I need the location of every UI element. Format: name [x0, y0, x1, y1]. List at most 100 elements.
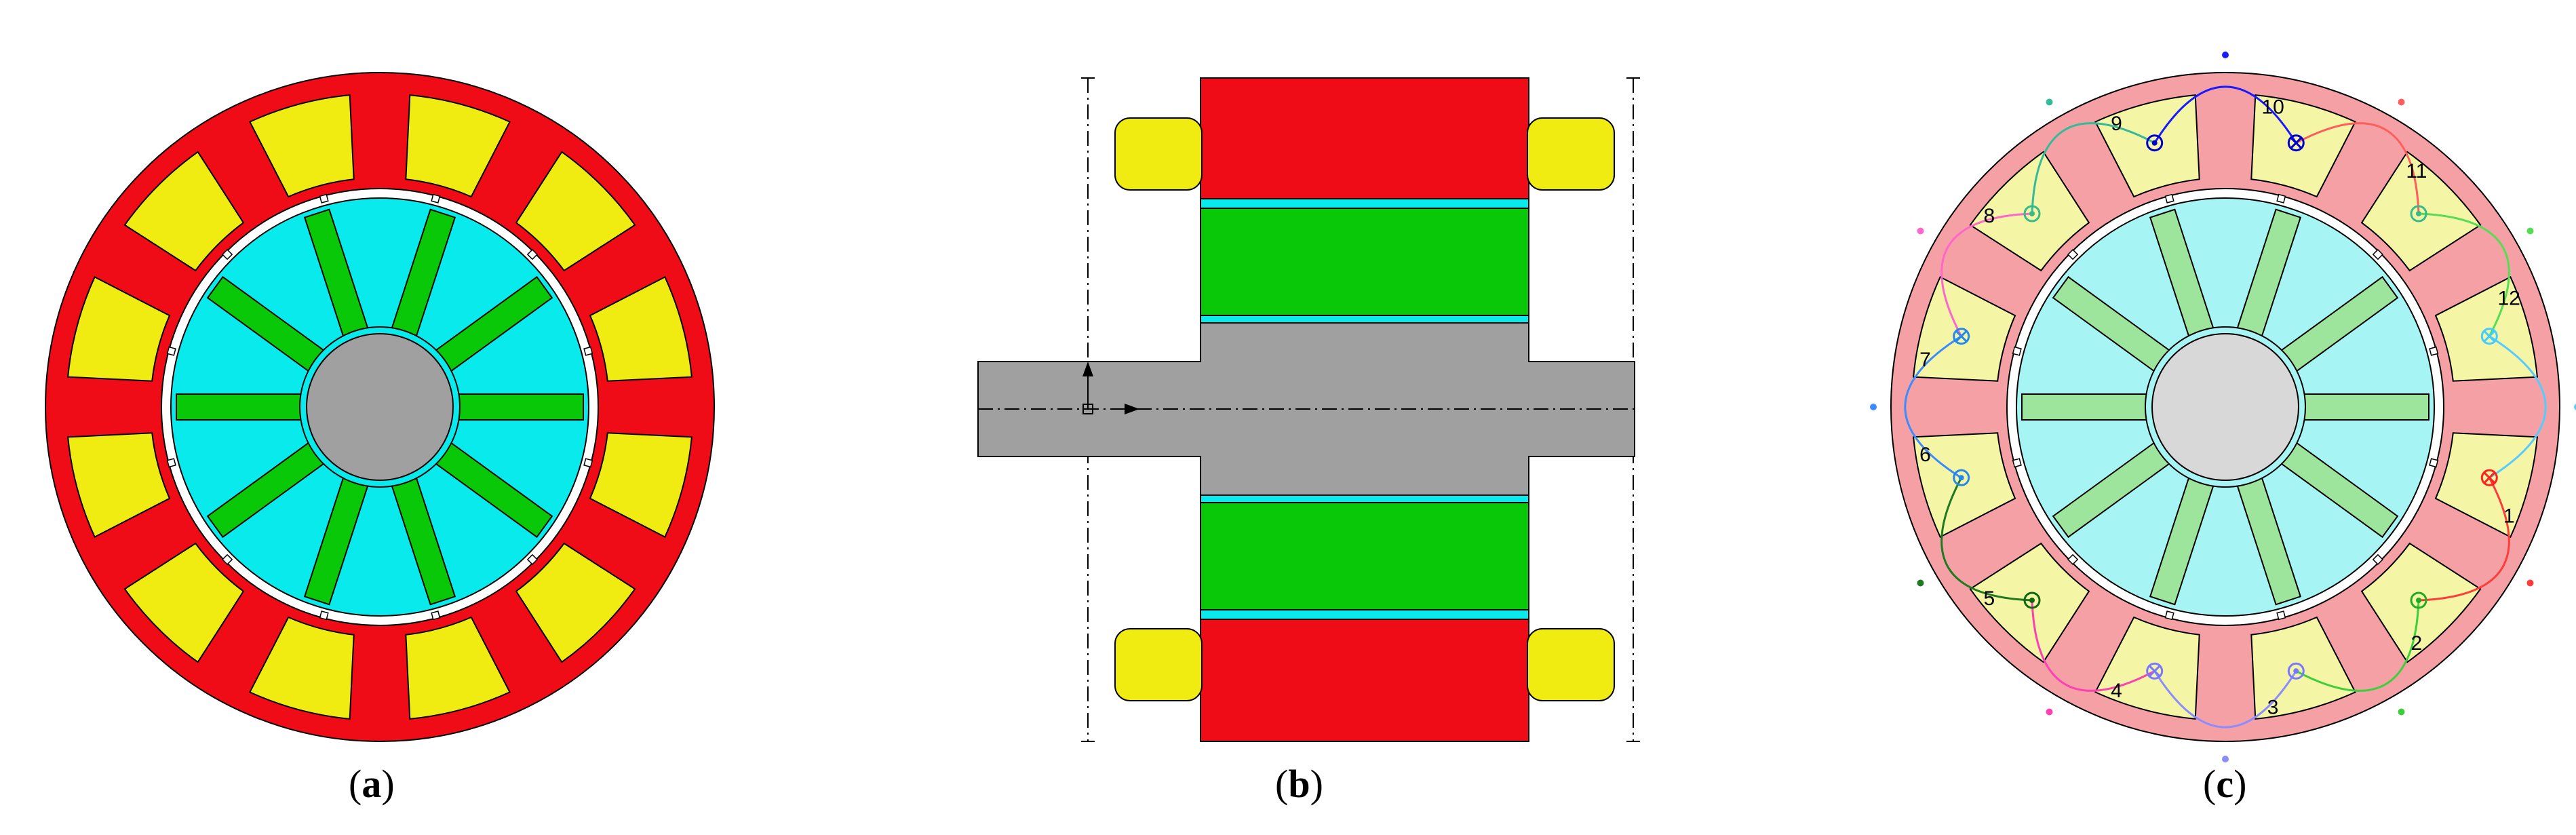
slot-opening — [166, 346, 176, 356]
flux-arrow — [2526, 579, 2534, 587]
end-winding-top-right — [1527, 117, 1615, 191]
rotor-magnet — [452, 393, 584, 421]
magnet-bottom-section — [1200, 502, 1529, 610]
flux-arc — [2153, 85, 2297, 144]
coil-cross-symbol — [1955, 330, 1967, 342]
winding-slot — [123, 151, 245, 272]
caption-c: (c) — [2203, 762, 2246, 806]
coil-marker — [2410, 591, 2427, 609]
slot-opening — [2429, 346, 2439, 356]
bottom-rotor-strip — [1200, 494, 1529, 503]
flux-arrow — [2574, 404, 2576, 410]
slot-opening — [526, 248, 539, 260]
flux-arc — [2295, 122, 2420, 214]
winding-slot — [589, 276, 692, 382]
shaft — [306, 333, 454, 481]
coil-marker — [2146, 662, 2164, 680]
flux-arc — [2418, 212, 2510, 337]
flux-arc — [2418, 477, 2510, 602]
winding-slot — [2360, 151, 2482, 272]
coil-marker — [2410, 205, 2427, 222]
slot-opening — [2276, 193, 2286, 203]
winding-slot — [249, 94, 355, 198]
slot-opening — [221, 554, 233, 566]
winding-slot — [2360, 542, 2482, 663]
slot-opening — [2372, 248, 2384, 260]
flux-arc — [1940, 212, 2033, 337]
slot-opening — [431, 193, 441, 203]
winding-slot — [405, 94, 511, 198]
coil-dot-symbol — [2029, 211, 2035, 216]
slot-opening — [583, 346, 593, 356]
slot-opening — [2012, 458, 2022, 468]
coil-label: 9 — [2111, 113, 2122, 135]
coil-label: 1 — [2503, 505, 2515, 528]
flux-arc — [1940, 477, 2033, 602]
slot-opening — [319, 193, 329, 203]
slot-opening — [319, 610, 329, 621]
rotor-magnet — [2021, 393, 2153, 421]
top-gap-strip — [1200, 198, 1529, 209]
coil-marker — [2480, 469, 2498, 486]
coil-dot-symbol — [2293, 668, 2299, 674]
bottom-gap-strip — [1200, 609, 1529, 620]
coil-label: 11 — [2406, 160, 2427, 182]
winding-slot — [589, 432, 692, 538]
winding-slot — [405, 616, 511, 720]
coil-marker — [2146, 134, 2164, 152]
flux-arrow — [2526, 227, 2534, 235]
flux-arc — [2031, 122, 2155, 214]
coil-label: 3 — [2267, 697, 2279, 719]
coil-cross-symbol — [2149, 665, 2160, 677]
slot-opening — [221, 248, 233, 260]
coil-label: 10 — [2261, 96, 2284, 119]
flux-arrow — [2222, 52, 2229, 58]
end-winding-bottom-right — [1527, 628, 1615, 701]
panel-a-cross-section — [45, 72, 715, 742]
caption-b: (b) — [1275, 762, 1323, 806]
coil-label: 2 — [2411, 632, 2423, 655]
stator-top-section — [1200, 77, 1529, 199]
flux-arc — [2295, 600, 2420, 692]
winding-slot — [123, 542, 245, 663]
flux-arc — [2031, 600, 2155, 692]
coil-marker — [2023, 591, 2041, 609]
coil-label: 6 — [1919, 444, 1931, 466]
flux-arc — [1904, 335, 1962, 479]
flux-arrow — [2222, 756, 2229, 762]
end-winding-top-left — [1114, 117, 1203, 191]
coil-cross-symbol — [2484, 330, 2495, 342]
coil-marker — [2480, 328, 2498, 345]
slot-opening — [526, 554, 539, 566]
coil-dot-symbol — [2416, 598, 2421, 603]
coil-marker — [2287, 662, 2305, 680]
coil-label: 12 — [2498, 288, 2520, 310]
winding-slot — [1969, 542, 2090, 663]
slot-opening — [431, 610, 441, 621]
winding-slot — [515, 151, 636, 272]
slot-opening — [2164, 610, 2174, 621]
flux-arc — [2489, 335, 2547, 479]
winding-slot — [249, 616, 355, 720]
coil-dot-symbol — [2029, 598, 2035, 603]
flux-arrow — [2398, 708, 2405, 716]
flux-arrow — [2046, 98, 2053, 106]
coil-cross-symbol — [2290, 137, 2302, 149]
coil-label: 7 — [1919, 349, 1931, 371]
rotor-magnet — [2298, 393, 2429, 421]
slot-opening — [2067, 248, 2079, 260]
stator-bottom-section — [1200, 619, 1529, 742]
caption-a: (a) — [349, 762, 395, 806]
slot-opening — [2429, 458, 2439, 468]
flux-arrow — [1917, 579, 1924, 587]
coil-label: 8 — [1983, 205, 1995, 227]
origin-marker — [1082, 404, 1093, 414]
horizontal-arrowhead — [1125, 404, 1139, 414]
coil-label: 5 — [1983, 587, 1995, 610]
end-winding-bottom-left — [1114, 628, 1203, 701]
slot-opening — [583, 458, 593, 468]
winding-slot — [67, 432, 171, 538]
coil-marker — [2023, 205, 2041, 222]
